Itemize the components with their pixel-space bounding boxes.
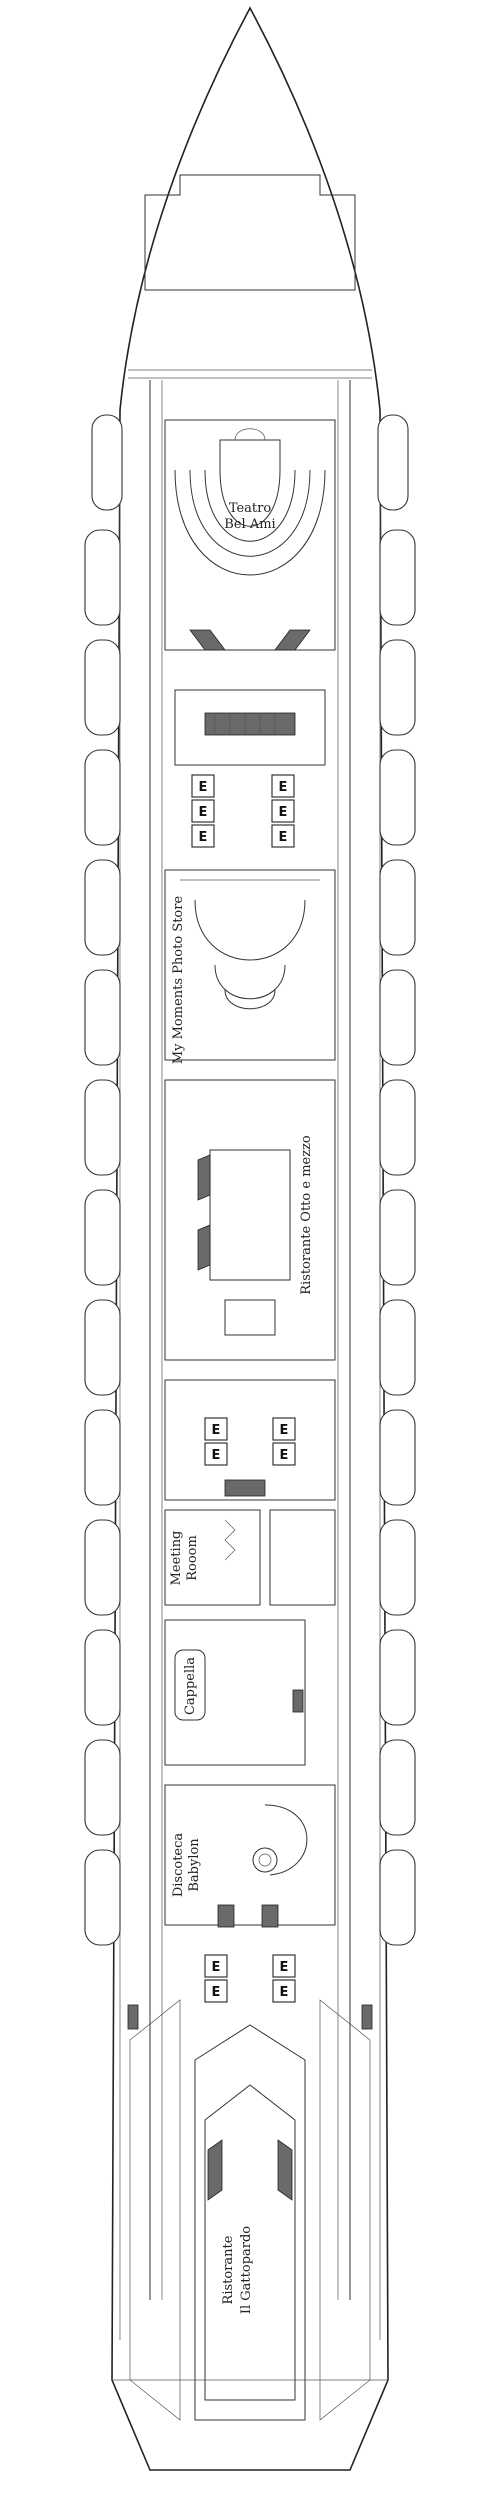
cappella-area: Cappella [164,1619,306,1766]
lifeboats-starboard [377,414,416,1946]
stern-details [112,2004,388,2381]
bow-structure [144,174,356,291]
elevator-letter: E [212,1448,221,1463]
teatro-label-line1: Teatro [229,501,272,516]
gattopardo-label-line2: Il Gattopardo [239,2226,254,2314]
elevator-icon [272,1442,296,1466]
theatre-area: Teatro Bel Ami [164,419,336,651]
lifeboats-port [84,414,123,1946]
discoteca-area: Discoteca Babylon [164,1784,336,1928]
elevator-icon [204,1417,228,1441]
elevator-icon [271,774,295,798]
forward-elevators: E E E E E E [191,774,295,848]
meeting-room-area: Meeting Rooom [164,1509,336,1606]
elevator-icon [204,1954,228,1978]
ristorante-otto-label: Ristorante Otto e mezzo [299,1135,314,1295]
elevator-letter: E [212,1985,221,2000]
elevator-letter: E [279,780,288,795]
elevator-letter: E [199,805,208,820]
gattopardo-label-line1: Ristorante [221,2235,236,2304]
elevator-letter: E [212,1423,221,1438]
elevator-letter: E [199,830,208,845]
meeting-label-line1: Meeting [169,1531,184,1586]
cappella-label: Cappella [183,1657,198,1715]
elevator-letter: E [280,1448,289,1463]
elevator-icon [204,1979,228,2003]
elevator-letter: E [280,1960,289,1975]
teatro-label-line2: Bel Ami [224,517,275,532]
meeting-label-line2: Rooom [185,1535,200,1581]
photo-store-label: My Moments Photo Store [171,896,186,1065]
elevator-icon [272,1954,296,1978]
elevator-letter: E [279,830,288,845]
atrium-area: My Moments Photo Store [164,869,336,1065]
elevator-letter: E [280,1423,289,1438]
elevator-icon [191,824,215,848]
elevator-letter: E [212,1960,221,1975]
elevator-icon [204,1442,228,1466]
ristorante-otto-area: Ristorante Otto e mezzo [164,1079,336,1361]
elevator-letter: E [280,1985,289,2000]
elevator-icon [271,824,295,848]
elevator-icon [191,799,215,823]
elevator-letter: E [199,780,208,795]
forward-stair-block [174,689,326,766]
mid-elevators: E E E E [164,1379,336,1501]
discoteca-label-line2: Babylon [187,1838,202,1892]
discoteca-label-line1: Discoteca [171,1833,186,1898]
elevator-icon [272,1417,296,1441]
elevator-icon [191,774,215,798]
gattopardo-area: Ristorante Il Gattopardo [129,1999,371,2421]
elevator-icon [272,1979,296,2003]
elevator-letter: E [279,805,288,820]
aft-elevators: E E E E [204,1954,296,2003]
elevator-icon [271,799,295,823]
